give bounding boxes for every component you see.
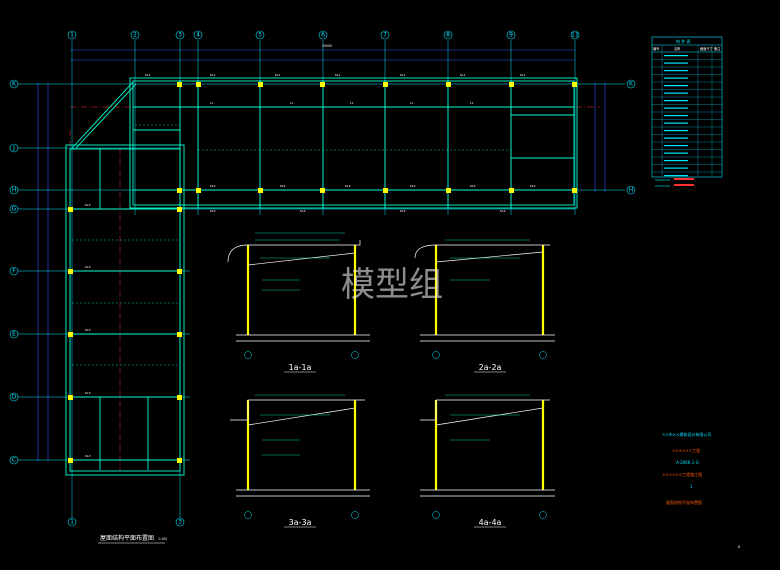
axis-left-j: J <box>12 145 15 152</box>
axis-top-8: 8 <box>446 32 450 39</box>
axis-left-f: F <box>12 268 16 275</box>
svg-text:KL2: KL2 <box>530 184 536 188</box>
plan-title-block: 屋面结构平面布置图 1:100 <box>98 534 167 544</box>
section-1a-label: 1a-1a <box>289 363 312 372</box>
svg-text:KL1: KL1 <box>335 73 341 77</box>
table-header-id: 编号 <box>653 46 659 51</box>
axis-top-11: 11 <box>571 32 579 39</box>
axis-right-k: K <box>629 81 634 88</box>
axis-right-h: H <box>629 187 634 194</box>
component-table: 构 件 表 编号 名称 截面尺寸 备注 <box>651 36 723 187</box>
title-drawing-name: 屋面结构平面布置图 <box>666 499 702 505</box>
plan-scale: 1:100 <box>158 537 167 541</box>
axis-left-g: G <box>12 206 17 213</box>
section-2a: 2a-2a <box>414 239 555 373</box>
svg-text:L1: L1 <box>290 101 294 105</box>
title-sheet: 1 <box>690 484 693 489</box>
watermark: 模型组 <box>341 265 443 305</box>
axis-top-9: 9 <box>509 32 513 39</box>
svg-text:KL4: KL4 <box>210 209 216 213</box>
table-header-name: 名称 <box>674 46 681 51</box>
axis-left-c: C <box>12 457 16 464</box>
axis-top-4: 4 <box>196 32 200 39</box>
svg-text:KL1: KL1 <box>275 73 281 77</box>
section-1a: 1a-1a <box>227 232 370 373</box>
axis-top-5: 5 <box>258 32 262 39</box>
section-2a-label: 2a-2a <box>479 363 502 372</box>
section-4a: 4a-4a <box>420 394 555 528</box>
svg-text:KL2: KL2 <box>280 184 286 188</box>
svg-text:KL1: KL1 <box>145 73 151 77</box>
axis-bubbles: 1 2 3 4 5 6 7 8 9 11 1 3 K J H G F E D C… <box>9 30 636 527</box>
svg-text:KL1: KL1 <box>460 73 466 77</box>
section-4a-label: 4a-4a <box>479 518 502 527</box>
page-number: 8 <box>738 545 740 549</box>
plan-title: 屋面结构平面布置图 <box>100 534 154 542</box>
axis-left-d: D <box>12 394 17 401</box>
svg-text:KL4: KL4 <box>500 209 506 213</box>
svg-text:KL2: KL2 <box>470 184 476 188</box>
axis-top-3: 3 <box>178 32 182 39</box>
svg-text:KL3: KL3 <box>85 328 91 332</box>
axis-left-h: H <box>12 187 17 194</box>
svg-text:45000: 45000 <box>322 44 332 48</box>
svg-text:KL3: KL3 <box>85 454 91 458</box>
svg-text:KL3: KL3 <box>85 265 91 269</box>
title-stage: ××××××工程施工图 <box>662 471 702 477</box>
title-project: ××××××工程 <box>672 447 700 453</box>
svg-text:KL1: KL1 <box>210 73 216 77</box>
svg-text:L1: L1 <box>470 101 474 105</box>
svg-text:KL2: KL2 <box>410 184 416 188</box>
svg-text:KL1: KL1 <box>520 73 526 77</box>
axis-left-k: K <box>12 81 17 88</box>
axis-top-7: 7 <box>383 32 387 39</box>
axis-top-6: 6 <box>321 32 325 39</box>
axis-top-2: 2 <box>133 32 137 39</box>
svg-text:KL4: KL4 <box>300 209 306 213</box>
title-block: ××市××建筑设计有限公司 ××××××工程 A-2006-1-G ××××××… <box>662 431 740 549</box>
svg-text:KL2: KL2 <box>345 184 351 188</box>
axis-bottom-1: 1 <box>70 519 74 526</box>
section-3a-label: 3a-3a <box>289 518 312 527</box>
axis-bottom-3: 3 <box>178 519 182 526</box>
title-drawing-no: A-2006-1-G <box>676 460 699 465</box>
svg-text:KL2: KL2 <box>210 184 216 188</box>
svg-text:KL1: KL1 <box>400 73 406 77</box>
axis-top-1: 1 <box>70 32 74 39</box>
svg-text:KL3: KL3 <box>85 391 91 395</box>
svg-text:L1: L1 <box>210 101 214 105</box>
title-company: ××市××建筑设计有限公司 <box>662 431 711 437</box>
section-3a: 3a-3a <box>230 394 370 528</box>
svg-text:KL4: KL4 <box>400 209 406 213</box>
svg-text:L1: L1 <box>410 101 414 105</box>
svg-text:L1: L1 <box>350 101 354 105</box>
table-title: 构 件 表 <box>676 38 691 44</box>
table-header-size: 截面尺寸 <box>700 46 714 51</box>
axis-left-e: E <box>12 331 16 338</box>
svg-text:KL3: KL3 <box>85 203 91 207</box>
table-header-note: 备注 <box>714 46 721 51</box>
